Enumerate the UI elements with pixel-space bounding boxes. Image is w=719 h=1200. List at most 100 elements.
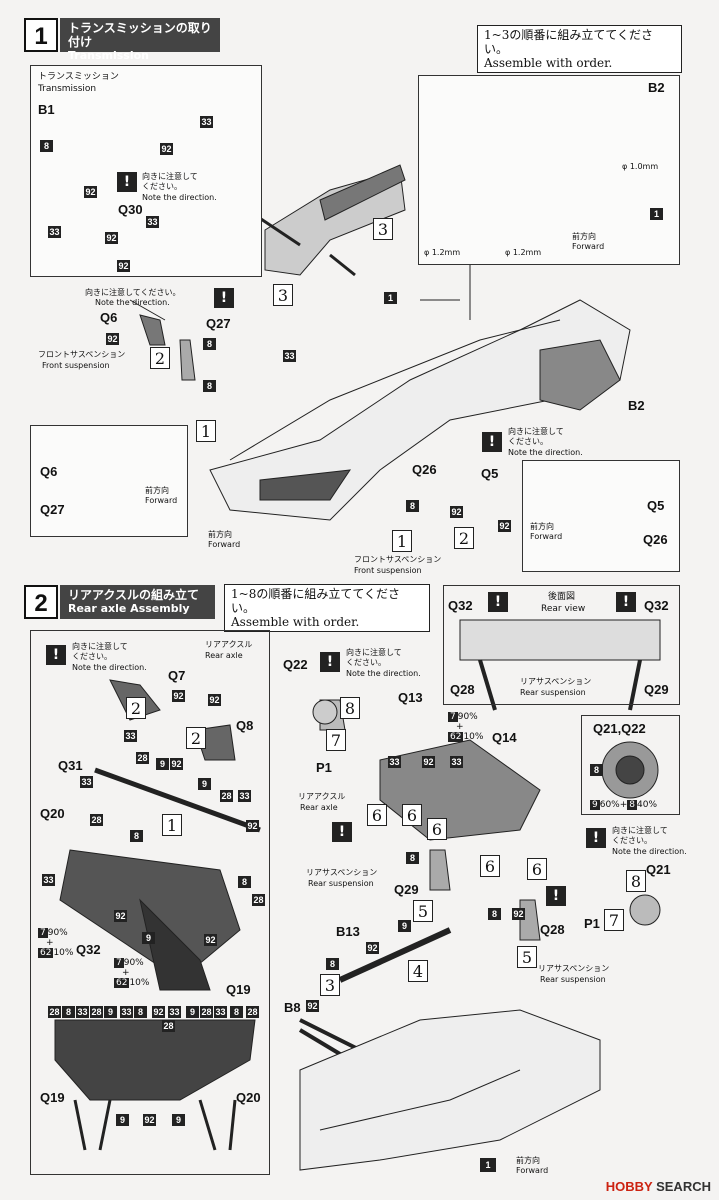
part-Q13: Q13 [398, 690, 423, 705]
step-number-1: 1 [24, 18, 58, 52]
part-Q26: Q26 [412, 462, 437, 477]
sequence-number: 6 [427, 818, 447, 840]
num-badge: 33 [238, 790, 251, 802]
sequence-number: 7 [604, 909, 624, 931]
num-badge: 9 [116, 1114, 129, 1126]
num-badge: 92 [366, 942, 379, 954]
part-Q6-inset: Q6 [40, 464, 58, 479]
forward-label-en: Forward [516, 1166, 549, 1175]
num-badge: 28 [252, 894, 265, 906]
watermark: HOBBY SEARCH [606, 1179, 711, 1194]
paint-plus: + [619, 800, 628, 810]
num-badge: 9 [156, 758, 169, 770]
warn-text: Note the direction. [72, 663, 147, 672]
num-badge: 33 [168, 1006, 181, 1018]
step1-title-bar: トランスミッションの取り付け Transmission Installation [60, 18, 220, 76]
part-Q20: Q20 [40, 806, 65, 821]
num-badge: 8 [134, 1006, 147, 1018]
num-badge: 92 [84, 186, 97, 198]
num-badge: 9 [142, 932, 155, 944]
warn-text: ください。 [346, 658, 386, 667]
num-badge: 8 [238, 876, 251, 888]
front-suspension-label-en: Front suspension [354, 566, 422, 575]
num-badge: 92 [170, 758, 183, 770]
rear-view-inset [443, 585, 680, 705]
num-badge: 33 [214, 1006, 227, 1018]
num-badge: 33 [48, 226, 61, 238]
part-Q14: Q14 [492, 730, 517, 745]
forward-label-jp: 前方向 [145, 486, 169, 495]
caution-icon: ! [546, 886, 566, 906]
sequence-number: 5 [517, 946, 537, 968]
num-badge: 9 [104, 1006, 117, 1018]
paint-code: 7 [38, 928, 48, 938]
num-badge: 1 [384, 292, 397, 304]
sequence-number: 7 [326, 729, 346, 751]
warn-text: Note the direction. [346, 669, 421, 678]
paint-code: 8 [627, 800, 638, 810]
part-Q31: Q31 [58, 758, 83, 773]
num-badge: 92 [450, 506, 463, 518]
front-right-inset [522, 460, 680, 572]
warn-text: 向きに注意してください。 [85, 288, 181, 297]
transmission-inset [30, 65, 262, 277]
rear-suspension-label-en: Rear suspension [308, 879, 374, 888]
caution-icon: ! [586, 828, 606, 848]
part-Q19: Q19 [226, 982, 251, 997]
num-badge: 28 [90, 1006, 103, 1018]
num-badge: 8 [590, 764, 603, 776]
caution-icon: ! [46, 645, 66, 665]
warn-text: 向きに注意して [142, 172, 198, 181]
sequence-number: 6 [402, 804, 422, 826]
num-badge: 8 [488, 908, 501, 920]
transmission-label-en: Transmission [38, 84, 97, 94]
part-B13: B13 [336, 924, 360, 939]
part-P1-right: P1 [584, 916, 600, 931]
watermark-rest: SEARCH [656, 1179, 711, 1194]
paint-plus: + [122, 968, 130, 978]
sequence-number: 1 [162, 814, 182, 836]
num-badge: 33 [388, 756, 401, 768]
paint-pct: 90% [47, 928, 68, 938]
num-badge: 8 [230, 1006, 243, 1018]
num-badge: 28 [90, 814, 103, 826]
step2-title-jp: リアアクスルの組み立て [68, 588, 200, 602]
part-Q29-rv: Q29 [644, 682, 669, 697]
part-Q29: Q29 [394, 882, 419, 897]
sequence-number: 4 [408, 960, 428, 982]
part-Q6: Q6 [100, 310, 118, 325]
forward-label-jp: 前方向 [208, 530, 232, 539]
warn-text: ください。 [612, 836, 652, 845]
paint-pct: 90% [123, 958, 144, 968]
part-Q7: Q7 [168, 668, 186, 683]
part-Q19-bottom: Q19 [40, 1090, 65, 1105]
paint-pct: 60% [599, 800, 620, 810]
warn-text: ください。 [142, 182, 182, 191]
front-left-inset [30, 425, 188, 537]
num-badge: 8 [203, 338, 216, 350]
warn-text: Note the direction. [508, 448, 583, 457]
num-badge: 8 [40, 140, 53, 152]
paint-pct: 40% [637, 800, 658, 810]
num-badge: 9 [398, 920, 411, 932]
num-badge: 92 [246, 820, 259, 832]
sequence-number: 6 [527, 858, 547, 880]
rear-suspension-label-jp: リアサスペンション [306, 868, 378, 877]
num-badge: 92 [143, 1114, 156, 1126]
warn-text: 向きに注意して [508, 427, 564, 436]
warn-text: ください。 [72, 652, 112, 661]
sequence-number: 1 [196, 420, 216, 442]
caution-icon: ! [488, 592, 508, 612]
num-badge: 8 [406, 852, 419, 864]
rear-suspension-label-jp: リアサスペンション [520, 677, 592, 686]
num-badge: 33 [120, 1006, 133, 1018]
sequence-number: 2 [454, 527, 474, 549]
num-badge: 92 [117, 260, 130, 272]
num-badge: 9 [198, 778, 211, 790]
num-badge: 8 [326, 958, 339, 970]
step-number-2: 2 [24, 585, 58, 619]
rear-axle-label-jp: リアアクスル [205, 640, 253, 649]
warn-text: ください。 [508, 437, 548, 446]
paint-pct: 10% [129, 978, 150, 988]
